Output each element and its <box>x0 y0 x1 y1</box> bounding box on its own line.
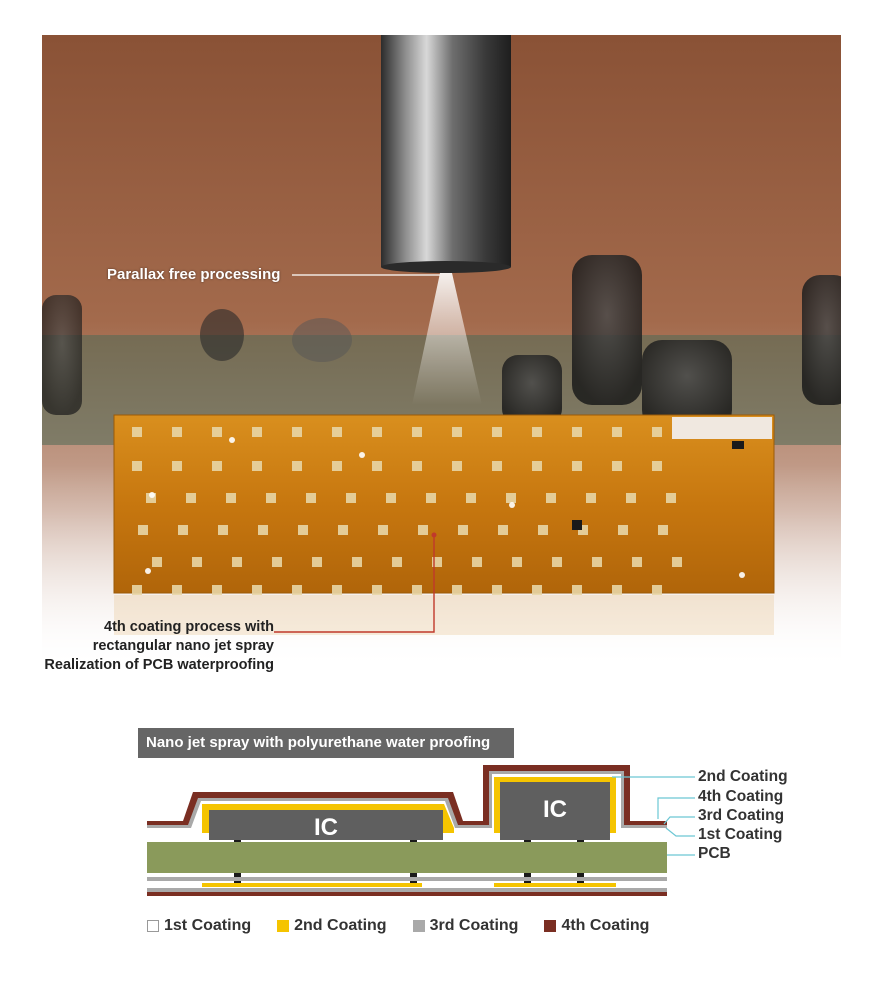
label-1st-coating: 1st Coating <box>698 826 783 843</box>
legend: 1st Coating 2nd Coating 3rd Coating 4th … <box>147 917 675 935</box>
ic-right <box>500 782 610 840</box>
ic-left-label: IC <box>314 814 338 841</box>
ic-left <box>209 810 443 840</box>
legend-label-3rd: 3rd Coating <box>429 917 519 934</box>
legend-swatch-1st <box>147 920 159 932</box>
legend-item-1st: 1st Coating <box>147 917 251 935</box>
legend-swatch-2nd <box>277 920 290 932</box>
label-pcb: PCB <box>698 845 731 862</box>
nozzle-photo <box>42 35 841 670</box>
diagram-title: Nano jet spray with polyurethane water p… <box>138 728 514 758</box>
legend-swatch-3rd <box>412 920 425 932</box>
label-3rd-coating: 3rd Coating <box>698 807 785 824</box>
legend-item-2nd: 2nd Coating <box>277 917 387 935</box>
callout-parallax: Parallax free processing <box>107 266 281 283</box>
legend-label-4th: 4th Coating <box>561 917 650 934</box>
legend-label-1st: 1st Coating <box>164 917 252 934</box>
label-2nd-coating: 2nd Coating <box>698 768 788 785</box>
legend-item-3rd: 3rd Coating <box>412 917 519 935</box>
coating-cross-section: IC IC <box>147 765 695 896</box>
callout-line-2: rectangular nano jet spray <box>92 638 274 654</box>
callout-line-1: 4th coating process with <box>104 619 274 635</box>
legend-item-4th: 4th Coating <box>544 917 649 935</box>
label-4th-coating: 4th Coating <box>698 788 784 805</box>
callout-coating-process: 4th coating process with rectangular nan… <box>28 618 274 675</box>
legend-swatch-4th <box>544 920 557 932</box>
callout-line-3: Realization of PCB waterproofing <box>44 657 274 673</box>
legend-label-2nd: 2nd Coating <box>294 917 387 934</box>
ic-right-label: IC <box>543 796 567 823</box>
